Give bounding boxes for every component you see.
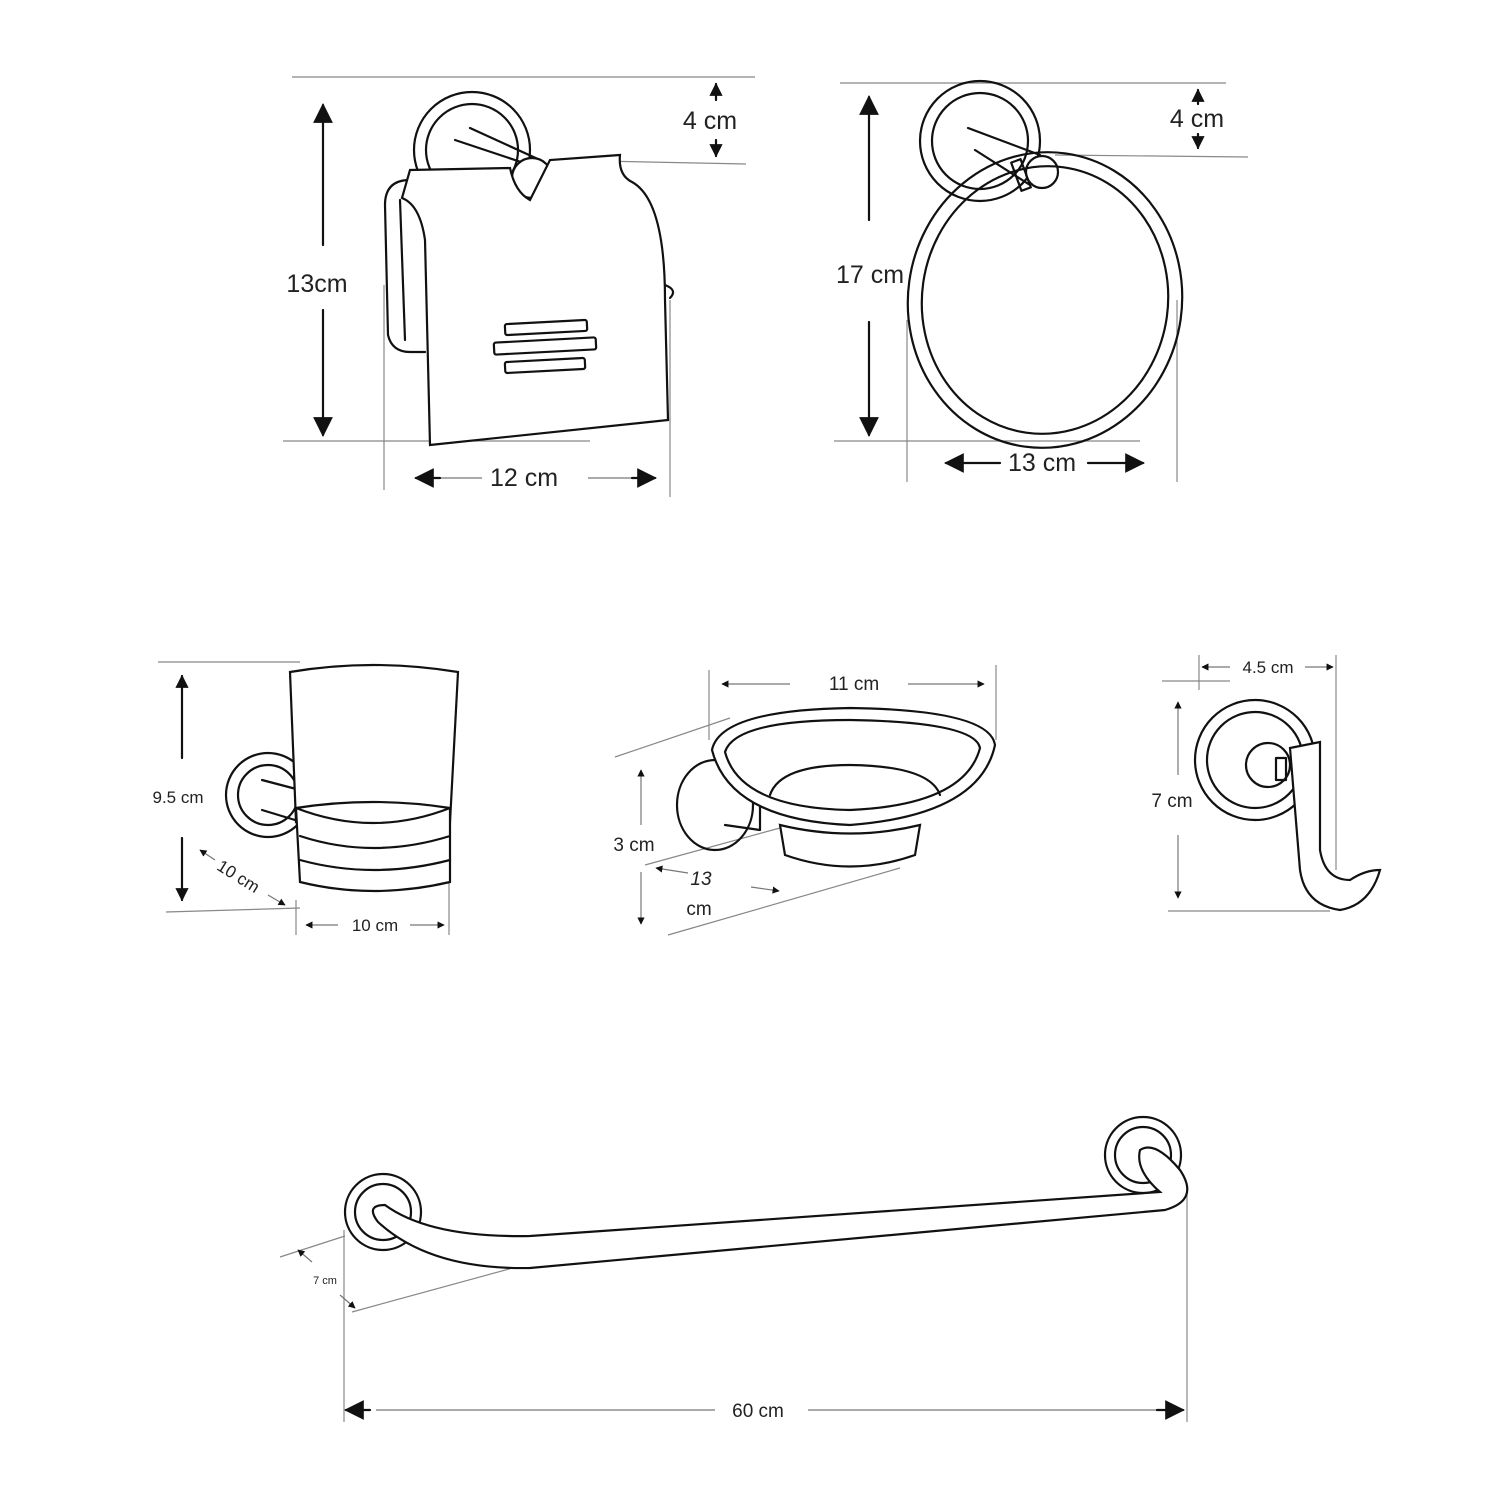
- robe-hook: 4.5 cm 7 cm: [1151, 655, 1382, 912]
- tumbler-depth-label: 10 cm: [214, 856, 263, 897]
- tumbler-width-label: 10 cm: [352, 916, 398, 935]
- paper-holder-width-label: 12 cm: [490, 464, 558, 492]
- towel-ring-width-label: 13 cm: [1008, 449, 1076, 477]
- toilet-paper-holder: 13cm 12 cm 4 cm: [283, 76, 755, 497]
- towel-ring-depth-label: 4 cm: [1170, 105, 1224, 133]
- towel-bar-width-label: 60 cm: [732, 1401, 784, 1422]
- towel-ring: 17 cm 13 cm 4 cm: [834, 79, 1249, 482]
- soap-dish-height-label: 3 cm: [613, 835, 654, 856]
- soap-dish: 11 cm 3 cm 13 cm: [613, 665, 997, 936]
- paper-holder-height-label: 13cm: [286, 270, 347, 298]
- towel-bar: 7 cm 60 cm: [279, 1115, 1189, 1422]
- tumbler-holder: 9.5 cm 10 cm 10 cm: [152, 661, 460, 935]
- robe-hook-height-label: 7 cm: [1151, 791, 1192, 812]
- paper-holder-depth-label: 4 cm: [683, 107, 737, 135]
- soap-dish-depth-value: 13: [690, 869, 712, 890]
- soap-dish-width-label: 11 cm: [829, 674, 879, 695]
- robe-hook-width-label: 4.5 cm: [1242, 658, 1293, 677]
- towel-bar-depth-label: 7 cm: [313, 1275, 337, 1287]
- tumbler-height-label: 9.5 cm: [152, 788, 203, 807]
- towel-ring-height-label: 17 cm: [836, 261, 904, 289]
- soap-dish-depth-unit: cm: [686, 899, 711, 920]
